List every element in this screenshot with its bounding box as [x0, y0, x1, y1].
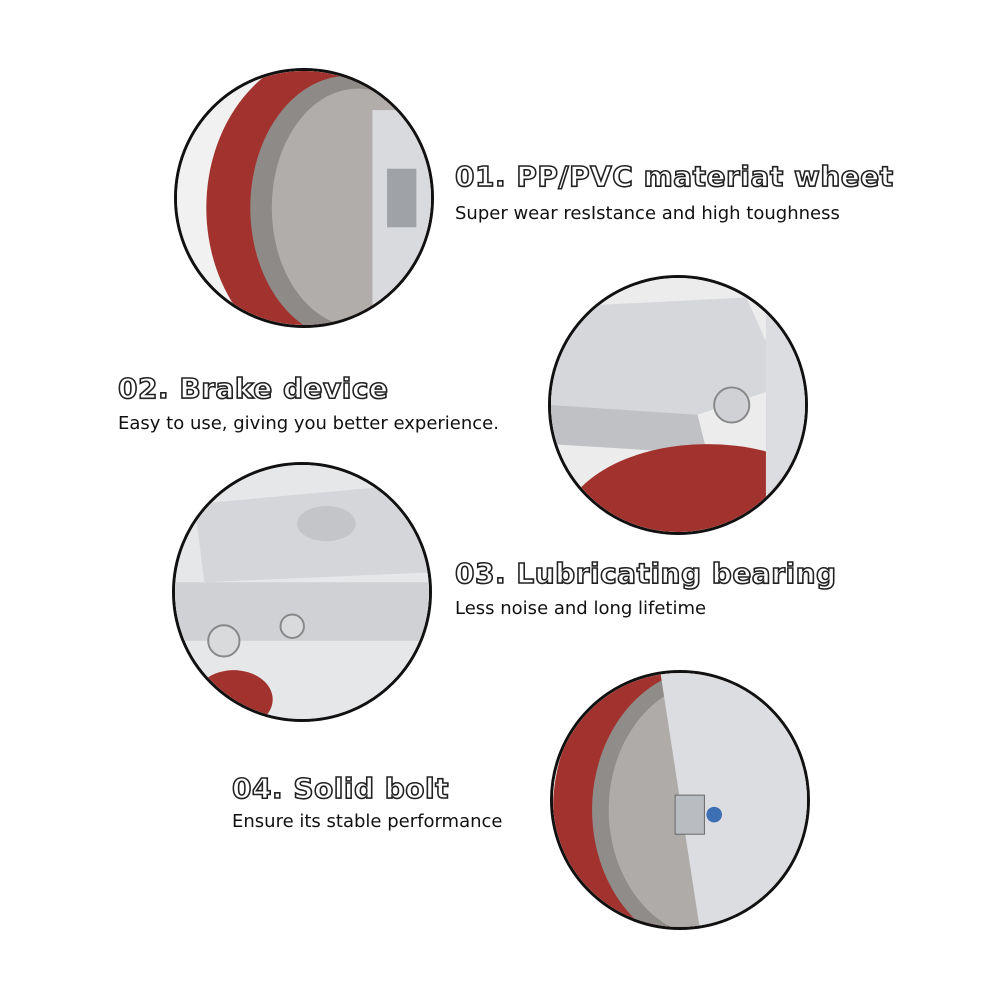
bearing-photo	[172, 462, 432, 722]
feature-4-subtitle: Ensure its stable performance	[232, 811, 503, 832]
feature-4-title: 04. Solid bolt	[231, 771, 449, 806]
wheel-material-photo	[174, 68, 434, 328]
brake-device-photo	[548, 275, 808, 535]
feature-1-subtitle: Super wear resIstance and high toughness	[455, 203, 840, 224]
feature-3-subtitle: Less noise and long lifetime	[455, 598, 707, 619]
feature-2-subtitle: Easy to use, giving you better experienc…	[118, 413, 499, 434]
feature-3-title: 03. Lubricating bearing	[454, 556, 837, 591]
feature-2-title: 02. Brake device	[117, 371, 389, 406]
solid-bolt-photo	[550, 670, 810, 930]
feature-1-title: 01. PP/PVC materiat wheet	[454, 159, 894, 194]
